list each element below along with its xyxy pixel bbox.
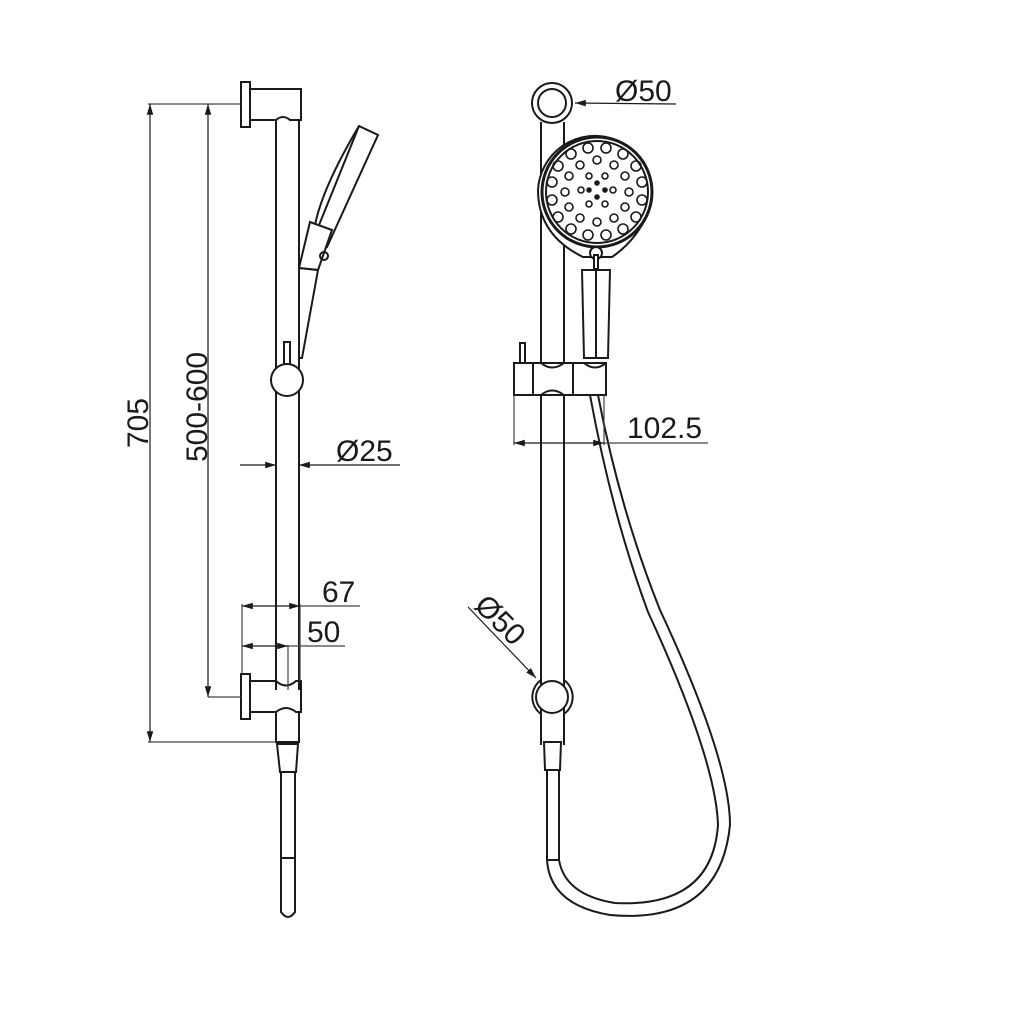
shower-handle-front [580, 269, 612, 359]
bracket-depth-outer-label: 67 [322, 576, 356, 609]
bottom-bracket-front [531, 679, 574, 771]
bottom-wall-bracket-side [240, 673, 302, 743]
hose-front [546, 394, 732, 917]
front-view [513, 82, 732, 917]
slider-holder-front [513, 342, 607, 410]
hose-side [275, 743, 300, 918]
top-bracket-front [531, 82, 573, 124]
rail-side [275, 120, 300, 690]
hand-shower-side [297, 124, 380, 359]
shower-head-front [536, 134, 654, 270]
holder-projection-label: 102.5 [627, 412, 703, 445]
rail-diameter-label: Ø25 [336, 435, 393, 468]
spray-nozzles [546, 142, 648, 241]
overall-height-label: 705 [122, 397, 155, 448]
slider-holder-side [270, 341, 304, 397]
adjustable-range-label: 500-600 [181, 351, 214, 462]
side-dimension-lines [146, 103, 400, 743]
bracket-depth-inner-label: 50 [307, 616, 341, 649]
side-view [240, 81, 380, 918]
front-dimension-lines [467, 99, 708, 679]
top-wall-bracket-side [240, 81, 302, 128]
top-bracket-diameter-label: Ø50 [615, 75, 672, 108]
